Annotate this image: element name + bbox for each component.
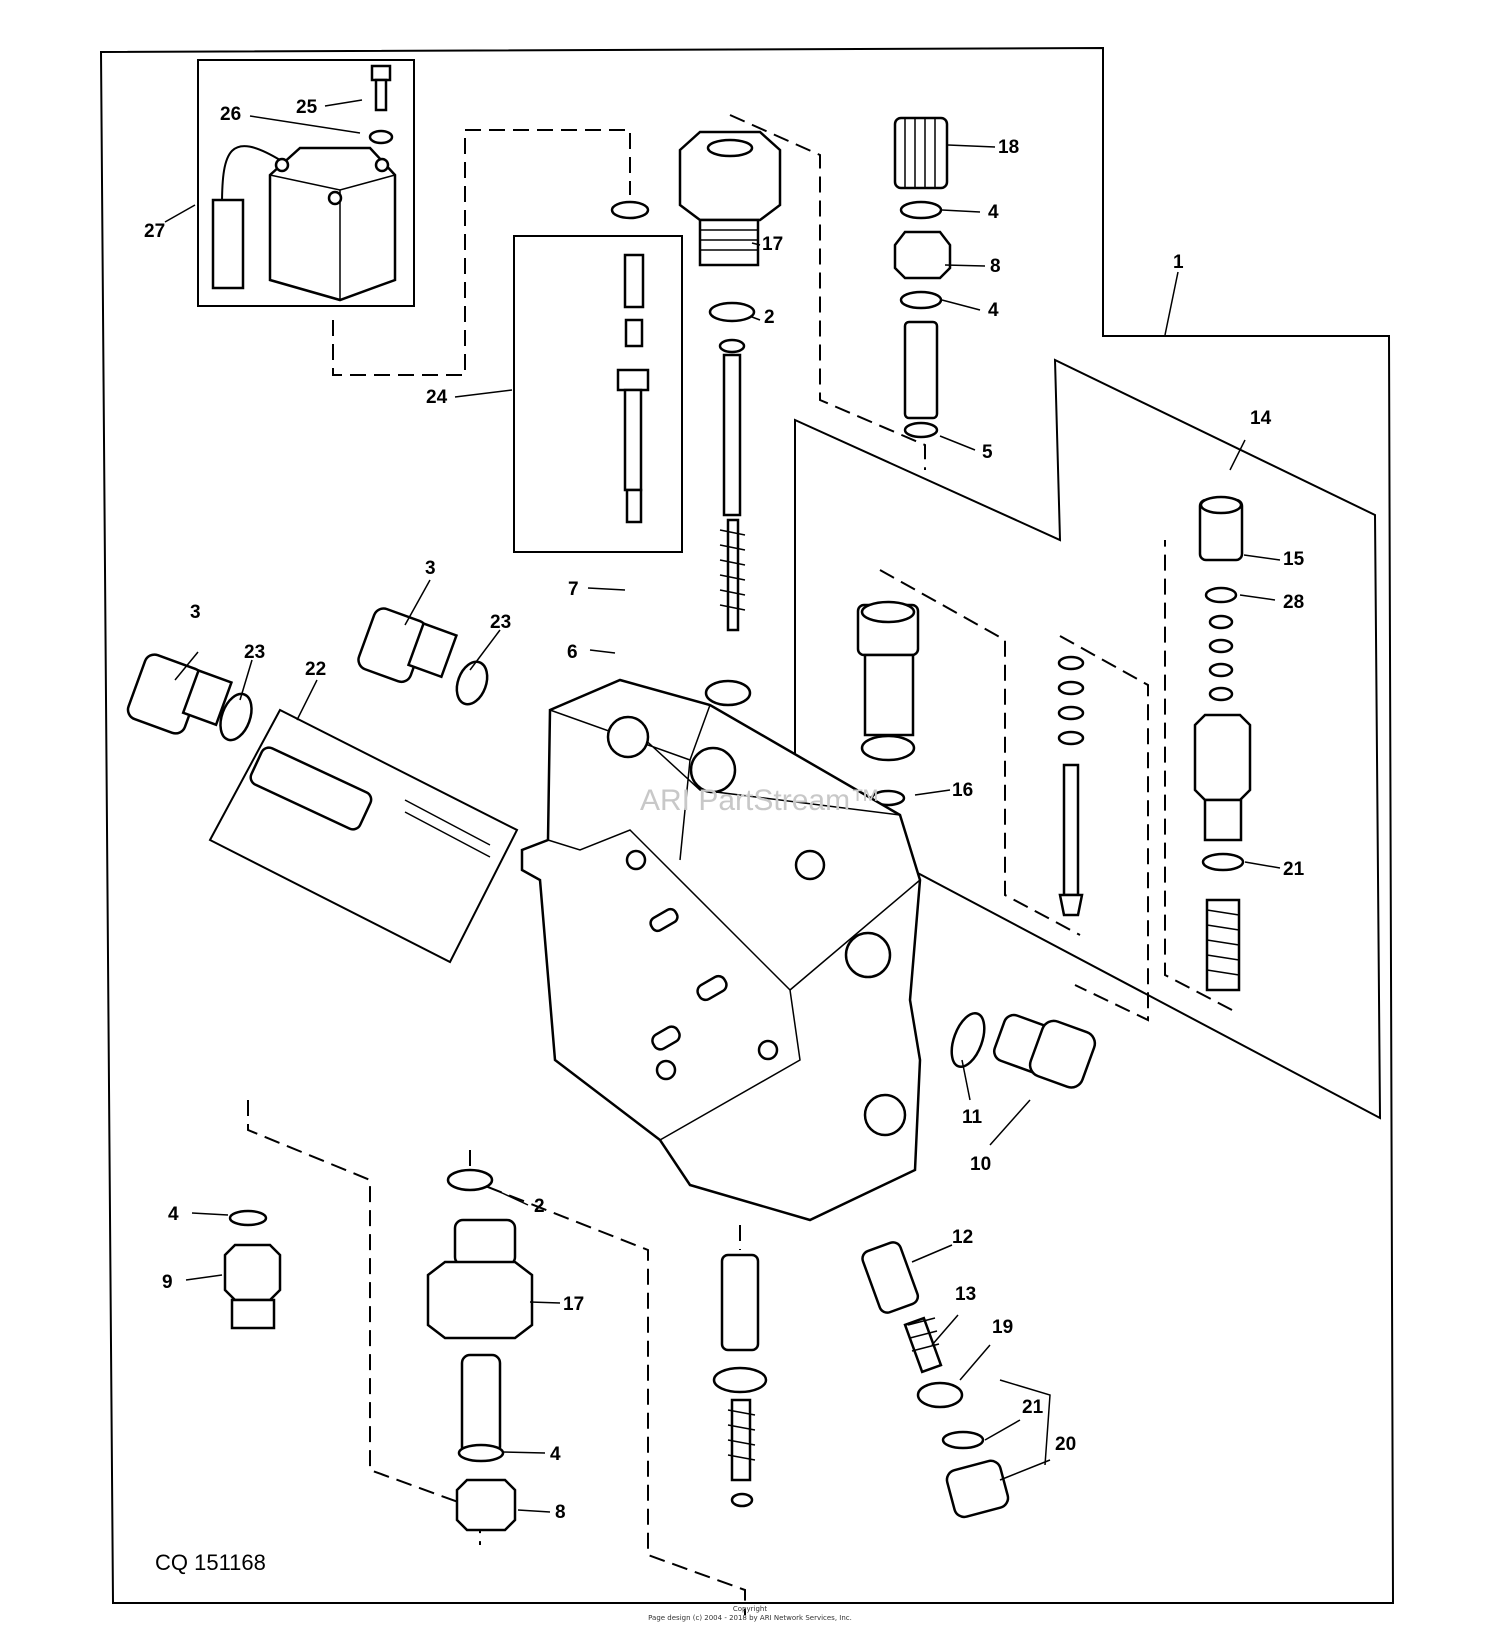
callout-22: 22 bbox=[305, 659, 326, 680]
callout-14: 14 bbox=[1250, 408, 1272, 429]
part-16-stack bbox=[856, 600, 920, 807]
callout-28: 28 bbox=[1283, 592, 1304, 613]
callout-11: 11 bbox=[962, 1107, 983, 1128]
sensor-box bbox=[197, 59, 415, 307]
callout-2-top: 2 bbox=[764, 307, 775, 328]
callout-4-d: 4 bbox=[550, 1444, 561, 1465]
callout-17-top: 17 bbox=[762, 234, 783, 255]
part-22-box bbox=[208, 708, 519, 964]
callout-9: 9 bbox=[162, 1272, 173, 1293]
callout-3-left: 3 bbox=[190, 602, 201, 623]
reference-number: CQ 151168 bbox=[155, 1550, 266, 1575]
part-15-stack bbox=[1193, 495, 1252, 992]
part-3-left bbox=[126, 653, 253, 742]
callout-24: 24 bbox=[426, 387, 448, 408]
callout-6: 6 bbox=[567, 642, 578, 663]
callout-18: 18 bbox=[998, 137, 1019, 158]
callout-21-right: 21 bbox=[1283, 859, 1305, 880]
callout-1: 1 bbox=[1173, 252, 1184, 273]
callout-20: 20 bbox=[1055, 1434, 1076, 1455]
callout-23-mid: 23 bbox=[490, 612, 511, 633]
callout-16: 16 bbox=[952, 780, 973, 801]
valve-body bbox=[520, 678, 922, 1222]
footer-page-design: Page design (c) 2004 - 2018 by ARI Netwo… bbox=[648, 1614, 852, 1622]
callout-26: 26 bbox=[220, 104, 241, 125]
diagram-border bbox=[99, 46, 1395, 1604]
callout-23-left: 23 bbox=[244, 642, 265, 663]
spool-kit-box bbox=[513, 235, 683, 553]
callout-4-b: 4 bbox=[988, 300, 999, 321]
part-3-mid bbox=[357, 607, 489, 706]
callout-21-bottom: 21 bbox=[1022, 1397, 1044, 1418]
callout-2-bottom: 2 bbox=[534, 1196, 545, 1217]
part-18-stack bbox=[893, 116, 952, 439]
callout-19: 19 bbox=[992, 1317, 1013, 1338]
part-17-top bbox=[678, 130, 782, 267]
callout-17-bottom: 17 bbox=[563, 1294, 584, 1315]
callout-7: 7 bbox=[568, 579, 579, 600]
callout-12: 12 bbox=[952, 1227, 973, 1248]
callout-4-c: 4 bbox=[168, 1204, 179, 1225]
pin-stack bbox=[1057, 655, 1085, 917]
callout-27: 27 bbox=[144, 221, 165, 242]
callout-5: 5 bbox=[982, 442, 993, 463]
callout-25: 25 bbox=[296, 97, 318, 118]
callout-8-top: 8 bbox=[990, 256, 1001, 277]
leader-lines bbox=[164, 99, 1281, 1513]
callout-8-bottom: 8 bbox=[555, 1502, 566, 1523]
callout-4-a: 4 bbox=[988, 202, 999, 223]
watermark: ARI PartStream™ bbox=[640, 784, 880, 817]
callout-10: 10 bbox=[970, 1154, 991, 1175]
callout-13: 13 bbox=[955, 1284, 976, 1305]
footer-copyright: Copyright bbox=[733, 1605, 767, 1613]
callout-3-mid: 3 bbox=[425, 558, 436, 579]
callout-15: 15 bbox=[1283, 549, 1305, 570]
